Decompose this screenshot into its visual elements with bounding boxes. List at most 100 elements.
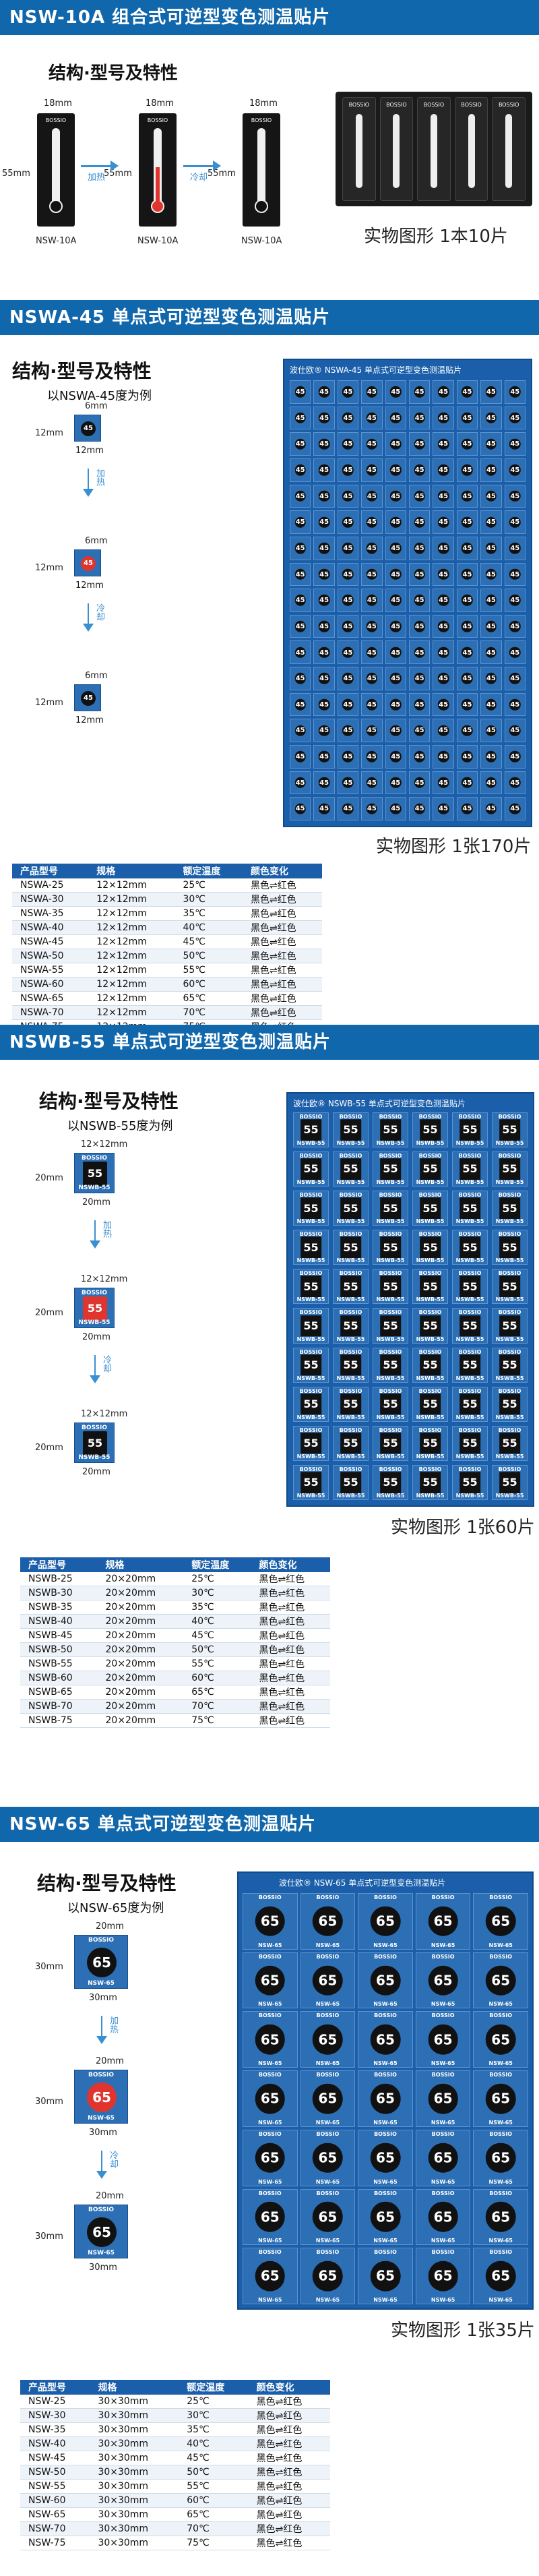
- table-cell: NSW-45: [20, 2451, 90, 2465]
- temp-dot: 45: [81, 691, 96, 706]
- sticker-model: NSWB-55: [455, 1453, 484, 1460]
- sticker-model: NSWB-55: [376, 1414, 405, 1420]
- sheet-sticker: 45: [433, 484, 454, 508]
- temp-dot: 45: [462, 777, 473, 789]
- temp-dot: 45: [342, 568, 354, 580]
- temp-dot: 45: [509, 386, 521, 398]
- temp-dot: 45: [485, 647, 497, 659]
- temp-dot: 45: [509, 777, 521, 789]
- sticker-brand: BOSSIO: [339, 1270, 362, 1277]
- sheet-sticker: 45: [456, 432, 478, 456]
- temp-dot: 45: [366, 412, 378, 424]
- sticker-model: NSW-65: [88, 1980, 115, 1987]
- temp-dot: 45: [318, 386, 330, 398]
- temp-dot: 55: [340, 1315, 362, 1337]
- sticker-model: NSWB-55: [416, 1179, 445, 1186]
- sticker-model: NSW-65: [315, 1942, 340, 1948]
- sticker-brand: BOSSIO: [339, 1153, 362, 1160]
- temp-dot: 55: [499, 1119, 521, 1141]
- sticker-model: NSWB-55: [376, 1179, 405, 1186]
- sticker-brand: BOSSIO: [379, 1270, 402, 1277]
- temp-dot: 45: [366, 751, 378, 762]
- sticker-model: NSW-65: [488, 1942, 513, 1948]
- sheet-sticker: 45: [433, 589, 454, 612]
- sheet-sticker: 45: [504, 719, 526, 743]
- sheet-sticker: 45: [385, 640, 406, 665]
- sheet-sticker: 45: [433, 406, 454, 430]
- sheet-sticker: 45: [313, 458, 335, 482]
- sheet-sticker: 45: [361, 692, 383, 717]
- top-dim-label: 12×12mm: [81, 1139, 128, 1149]
- table-cell: 黑色⇌红色: [243, 1005, 322, 1020]
- sheet-sticker: 45: [337, 432, 359, 456]
- sticker-model: NSW-65: [258, 1942, 282, 1948]
- sticker-model: NSWB-55: [416, 1492, 445, 1499]
- sticker-model: NSWB-55: [376, 1140, 405, 1147]
- table-cell: NSWB-30: [20, 1586, 98, 1600]
- sheet-sticker: 45: [337, 771, 359, 795]
- sticker-model: NSWB-55: [495, 1375, 524, 1381]
- temp-dot: 55: [300, 1276, 322, 1298]
- temp-dot: 55: [340, 1276, 362, 1298]
- sticker-brand: BOSSIO: [299, 1231, 323, 1238]
- column-header: 产品型号: [20, 1557, 98, 1572]
- table-cell: 黑色⇌红色: [251, 1586, 330, 1600]
- strip-brand: BOSSIO: [147, 117, 168, 123]
- table-cell: 黑色⇌红色: [251, 1642, 330, 1657]
- table-cell: 黑色⇌红色: [243, 963, 322, 978]
- temp-dot: 65: [255, 2025, 286, 2055]
- sheet-sticker: 45: [456, 562, 478, 587]
- sticker-model: NSWB-55: [416, 1453, 445, 1460]
- temp-dot: 45: [342, 516, 354, 528]
- sheet-sticker: 45: [313, 536, 335, 560]
- temp-dot: 45: [390, 673, 402, 684]
- temp-dot: 45: [485, 516, 497, 528]
- sheet-sticker: 45: [408, 797, 431, 820]
- table-cell: NSWA-55: [12, 963, 89, 978]
- temp-dot: 45: [509, 465, 521, 476]
- sticker-brand: BOSSIO: [418, 1270, 442, 1277]
- sheet-sticker: 45: [313, 589, 335, 612]
- sheet-sticker: 45: [337, 562, 359, 587]
- section-nswa45: NSWA-45 单点式可逆型变色测温贴片 结构·型号及特性 以NSWA-45度为…: [0, 300, 539, 1034]
- thermo-tube: [52, 128, 60, 209]
- temp-dot: 55: [83, 1162, 107, 1186]
- sheet-sticker: 45: [337, 719, 359, 743]
- temp-dot: 45: [437, 438, 449, 450]
- process-label: 冷却: [108, 2151, 118, 2168]
- sticker-brand: BOSSIO: [316, 2249, 340, 2256]
- sticker-model: NSWB-55: [336, 1375, 365, 1381]
- sticker-model: NSWB-55: [336, 1257, 365, 1264]
- sheet-sticker: 45: [385, 692, 406, 717]
- table-cell: NSWA-70: [12, 1005, 89, 1020]
- table-cell: 65℃: [183, 1685, 251, 1700]
- sticker-model: NSWB-55: [416, 1218, 445, 1225]
- bottom-dim-label: 20mm: [82, 1197, 110, 1207]
- temp-dot: 65: [255, 2260, 286, 2292]
- sticker-model: NSWB-55: [416, 1257, 445, 1264]
- process-label: 加热: [108, 2016, 118, 2033]
- table-cell: NSWB-60: [20, 1671, 98, 1685]
- sheet-sticker: 45: [313, 484, 335, 508]
- temp-dot: 55: [83, 1296, 107, 1321]
- table-cell: 黑色⇌红色: [243, 977, 322, 992]
- sticker-brand: BOSSIO: [431, 2249, 455, 2256]
- sticker-model: NSW-65: [258, 2238, 282, 2244]
- sheet-sticker: 45: [480, 692, 502, 717]
- temp-dot: 65: [370, 1965, 401, 1996]
